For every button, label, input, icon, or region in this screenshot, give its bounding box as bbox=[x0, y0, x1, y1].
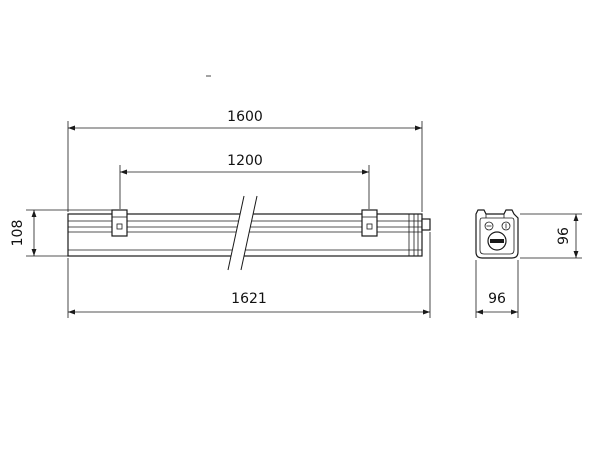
side-view bbox=[67, 195, 431, 271]
total-length-label: 1621 bbox=[231, 291, 267, 307]
overall-length-label: 1600 bbox=[227, 109, 263, 125]
clip-spacing-label: 1200 bbox=[227, 153, 263, 169]
screw-left bbox=[484, 221, 494, 231]
dimension-108: 108 bbox=[10, 209, 112, 257]
break-line-right bbox=[240, 195, 258, 271]
dimension-1600: 1600 bbox=[67, 109, 423, 212]
dimension-1200: 1200 bbox=[119, 153, 370, 209]
dimension-96-height: 96 bbox=[520, 213, 582, 259]
mounting-clip-left bbox=[111, 209, 128, 237]
end-width-label: 96 bbox=[488, 291, 506, 307]
dimension-1621: 1621 bbox=[67, 232, 431, 318]
mounting-clip-right bbox=[361, 209, 378, 237]
screw-right bbox=[501, 221, 511, 231]
break-gap bbox=[228, 196, 257, 270]
end-height-label: 96 bbox=[556, 227, 572, 245]
dimension-96-width: 96 bbox=[475, 260, 519, 318]
end-gland-slot bbox=[490, 239, 504, 243]
end-inner-profile bbox=[479, 217, 515, 255]
break-line-left bbox=[227, 195, 245, 271]
end-view bbox=[475, 209, 519, 259]
cable-gland bbox=[421, 218, 431, 231]
height-label: 108 bbox=[10, 220, 26, 247]
